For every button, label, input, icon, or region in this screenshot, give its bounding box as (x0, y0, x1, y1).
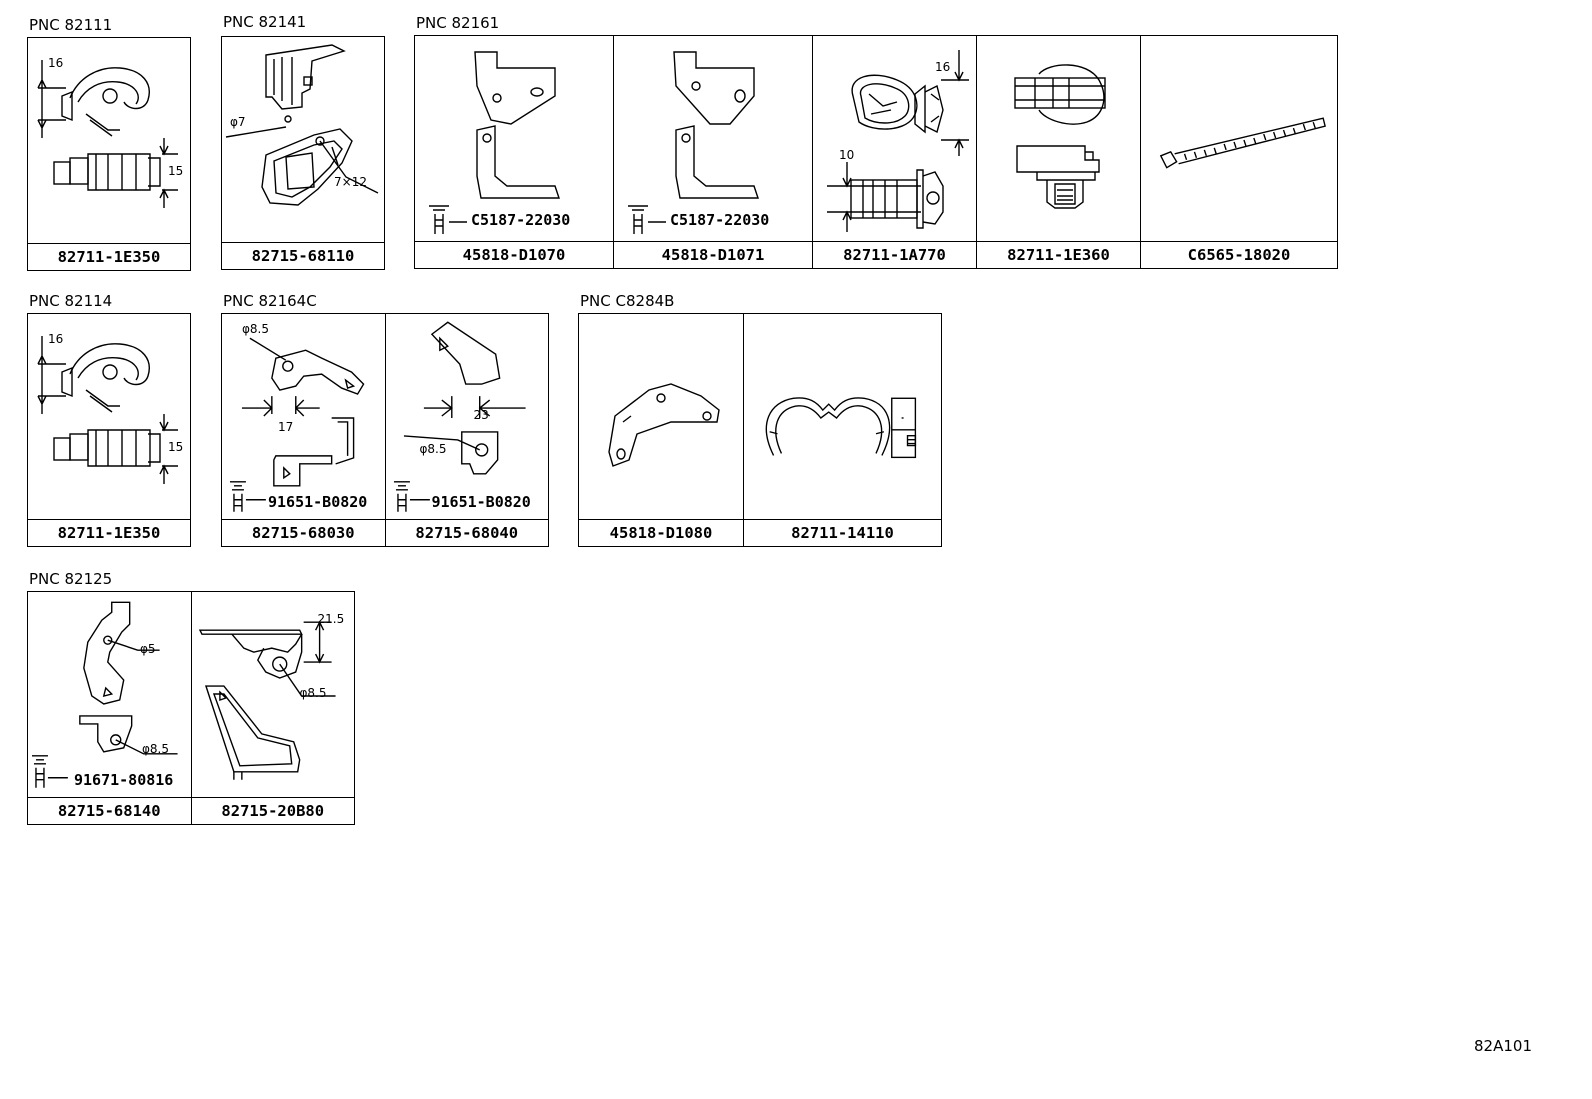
clamp-drawing (744, 314, 941, 519)
part-number[interactable]: 82711-14110 (744, 519, 941, 546)
part-number[interactable]: 82711-1A770 (813, 241, 976, 268)
part-cell[interactable]: 23 φ8.5 91651-B0820 82715-68040 (385, 314, 549, 546)
part-number[interactable]: 82715-68030 (222, 519, 385, 546)
dimension-label: 7×12 (334, 175, 367, 189)
pnc-label: PNC 82141 (223, 13, 307, 31)
part-cell[interactable]: φ7 7×12 82715-68110 (222, 37, 384, 269)
pnc-label: PNC 82161 (416, 14, 500, 32)
clip-drawing: 16 15 (28, 38, 190, 243)
pnc-label: PNC C8284B (580, 292, 675, 310)
part-cell[interactable]: C6565-18020 (1141, 36, 1337, 268)
part-cell[interactable]: 45818-D1080 (579, 314, 744, 546)
dimension-label: φ5 (140, 642, 156, 656)
dimension-label: 10 (839, 148, 855, 162)
clip-drawing (977, 36, 1140, 241)
part-number[interactable]: 45818-D1080 (579, 519, 743, 546)
parts-box: φ7 7×12 82715-68110 (221, 36, 385, 270)
parts-box: 16 15 82711-1E350 (27, 37, 191, 271)
bracket-drawing: φ7 7×12 (222, 37, 384, 242)
part-number[interactable]: 82711-1E360 (977, 241, 1140, 268)
part-number[interactable]: 82711-1E350 (28, 519, 190, 546)
parts-box: 16 15 82711-1E350 (27, 313, 191, 547)
bracket-drawing: C5187-22030 (614, 36, 812, 241)
pnc-label: PNC 82125 (29, 570, 113, 588)
dimension-label: 16 (48, 332, 64, 346)
bracket-drawing (579, 314, 743, 519)
bolt-part-number[interactable]: 91671-80816 (74, 771, 174, 789)
bolt-part-number[interactable]: 91651-B0820 (431, 493, 531, 511)
dimension-label: 21.5 (317, 612, 345, 626)
dimension-label: 17 (278, 420, 294, 434)
dimension-label: 15 (168, 440, 184, 454)
part-cell[interactable]: φ5 φ8.5 91671-80816 82715-68140 (28, 592, 192, 824)
pnc-label: PNC 82111 (29, 16, 113, 34)
bracket-drawing: φ8.5 17 91651-B0820 (222, 314, 385, 519)
parts-box: 45818-D1080 82711-14110 (578, 313, 942, 547)
part-number[interactable]: 82715-68140 (28, 797, 191, 824)
clip-drawing: 16 15 (28, 314, 190, 519)
part-number[interactable]: 45818-D1071 (614, 241, 812, 268)
bolt-part-number[interactable]: C5187-22030 (670, 211, 770, 229)
part-cell[interactable]: φ8.5 17 91651-B0820 82715-68030 (222, 314, 386, 546)
cable-tie-drawing (1141, 36, 1337, 241)
dimension-label: φ7 (230, 115, 246, 129)
bracket-drawing: 21.5 φ8.5 (192, 592, 355, 797)
part-number[interactable]: 45818-D1070 (415, 241, 613, 268)
parts-box: φ5 φ8.5 91671-80816 82715-68140 (27, 591, 355, 825)
bolt-part-number[interactable]: 91651-B0820 (268, 493, 368, 511)
dimension-label: φ8.5 (299, 686, 327, 700)
part-number[interactable]: 82711-1E350 (28, 243, 190, 270)
pnc-label: PNC 82164C (223, 292, 317, 310)
dimension-label: 23 (473, 408, 489, 422)
dimension-label: 16 (935, 60, 951, 74)
part-number[interactable]: 82715-68110 (222, 242, 384, 269)
diagram-reference: 82A101 (1474, 1037, 1532, 1055)
bracket-drawing: 23 φ8.5 91651-B0820 (386, 314, 549, 519)
part-number[interactable]: C6565-18020 (1141, 241, 1337, 268)
dimension-label: 16 (48, 56, 64, 70)
clip-drawing: 16 10 (813, 36, 976, 241)
part-number[interactable]: 82715-68040 (385, 519, 548, 546)
part-cell[interactable]: 16 15 82711-1E350 (28, 38, 190, 270)
parts-box: C5187-22030 45818-D1070 C5187-22030 4581… (414, 35, 1338, 269)
dimension-label: 15 (168, 164, 184, 178)
dimension-label: φ8.5 (142, 742, 169, 756)
pnc-label: PNC 82114 (29, 292, 113, 310)
part-cell[interactable]: 82711-14110 (744, 314, 941, 546)
part-cell[interactable]: 16 15 82711-1E350 (28, 314, 190, 546)
part-cell[interactable]: 82711-1E360 (977, 36, 1141, 268)
part-cell[interactable]: C5187-22030 45818-D1070 (415, 36, 614, 268)
bracket-drawing: φ5 φ8.5 91671-80816 (28, 592, 191, 797)
bolt-part-number[interactable]: C5187-22030 (471, 211, 571, 229)
part-cell[interactable]: 16 10 82711-1A770 (813, 36, 977, 268)
dimension-label: φ8.5 (419, 442, 447, 456)
part-cell[interactable]: 21.5 φ8.5 82715-20B80 (191, 592, 355, 824)
part-cell[interactable]: C5187-22030 45818-D1071 (614, 36, 813, 268)
bracket-drawing: C5187-22030 (415, 36, 613, 241)
part-number[interactable]: 82715-20B80 (191, 797, 354, 824)
parts-box: φ8.5 17 91651-B0820 82715-68030 23 (221, 313, 549, 547)
dimension-label: φ8.5 (242, 322, 269, 336)
